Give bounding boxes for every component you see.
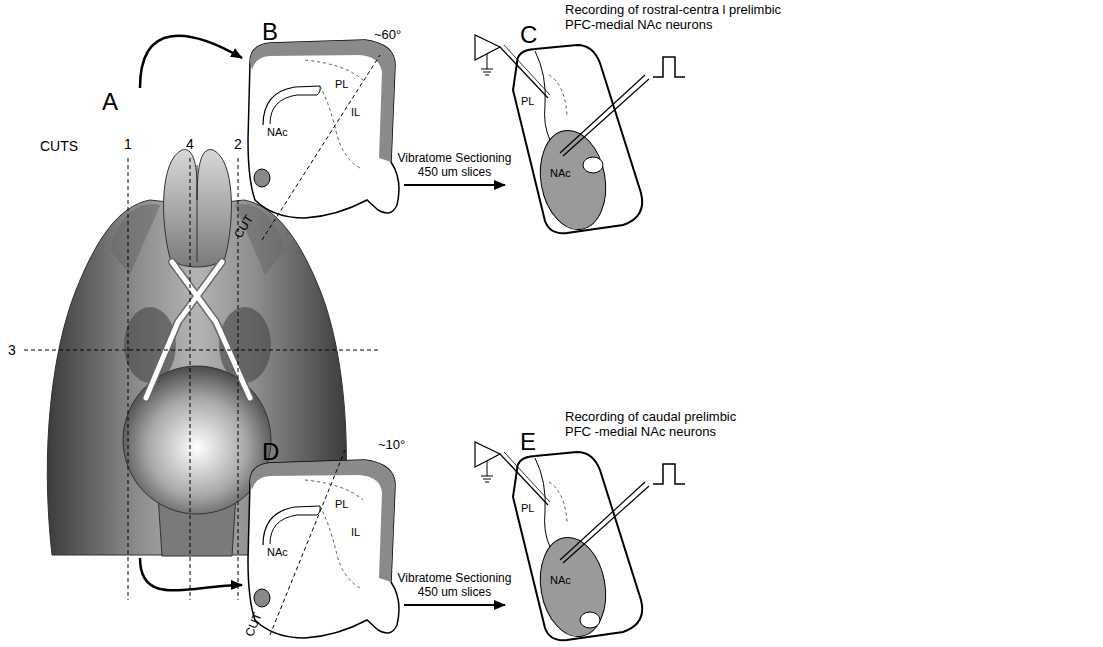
region-label: NAc <box>267 546 288 559</box>
edge-label: Vibratome Sectioning 450 um slices <box>390 572 520 600</box>
region-label: IL <box>351 526 360 539</box>
cut-number: 2 <box>234 136 242 152</box>
panel-letter: A <box>102 88 118 116</box>
slice-outline <box>505 452 650 642</box>
arrow-connector <box>404 604 505 606</box>
arrow-connector <box>404 184 505 186</box>
cut-number: 1 <box>124 136 132 152</box>
panel-letter: C <box>520 21 537 49</box>
brain-slice: DPLILNAc <box>245 460 400 640</box>
angle-label: ~60° <box>374 28 401 43</box>
arrow-connector <box>140 36 242 88</box>
region-label: NAc <box>550 574 571 587</box>
panel-letter: D <box>262 438 279 466</box>
olfactory-bulb <box>164 150 232 267</box>
region-label: PL <box>521 502 534 515</box>
region-label: NAc <box>550 167 571 180</box>
angle-label: ~10° <box>378 438 405 453</box>
region-label: PL <box>521 95 534 108</box>
bulb-midline <box>197 165 198 262</box>
panel-letter: E <box>520 428 536 456</box>
arrow-connector <box>140 558 242 590</box>
region-label: PL <box>335 498 348 511</box>
region-label: IL <box>351 106 360 119</box>
recording-heading: Recording of rostral-centra l prelimbic … <box>565 3 785 33</box>
region-label: PL <box>335 78 348 91</box>
cut-number: 3 <box>8 342 16 358</box>
slice-outline <box>505 45 650 235</box>
frontal-pole <box>110 204 160 275</box>
brain-slice: CRecording of rostral-centra l prelimbic… <box>505 45 650 235</box>
region-label: NAc <box>267 126 288 139</box>
recording-heading: Recording of caudal prelimbic PFC -media… <box>565 410 755 440</box>
cuts-label: CUTS <box>40 138 78 154</box>
brain-slice: BPLILNAc <box>245 40 400 220</box>
cut-label: CUT <box>232 213 257 241</box>
panel-letter: B <box>262 18 278 46</box>
optic-chiasm <box>146 262 250 398</box>
cut-number: 4 <box>186 136 194 152</box>
brain-slice: ERecording of caudal prelimbic PFC -medi… <box>505 452 650 642</box>
edge-label: Vibratome Sectioning 450 um slices <box>390 152 520 180</box>
